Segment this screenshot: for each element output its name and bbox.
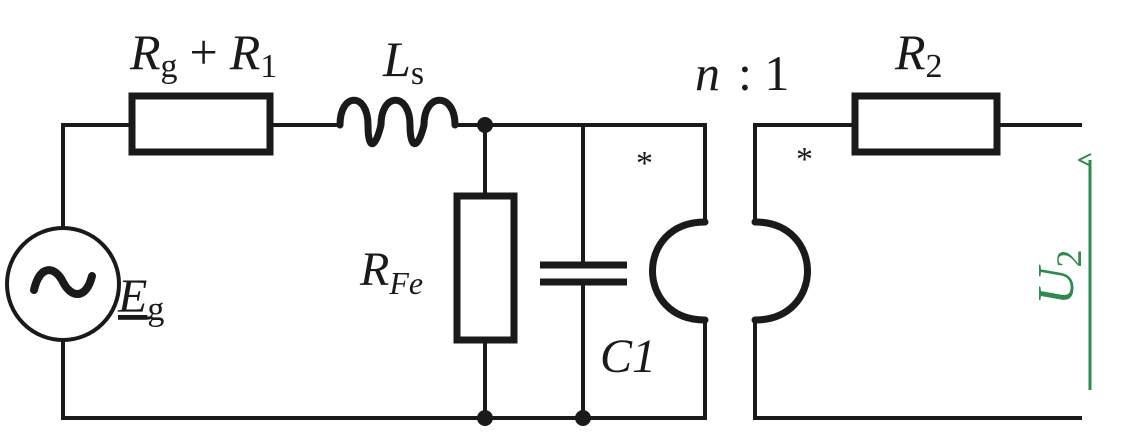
capacitor-c1 — [540, 261, 627, 286]
primary-wiring — [61, 123, 707, 420]
secondary-wiring — [753, 123, 1082, 420]
junction-node-bottom-right — [575, 410, 591, 426]
label-turns-ratio: n: 1 — [695, 45, 789, 101]
junction-node-bottom-left — [477, 410, 493, 426]
resistor-r2 — [851, 92, 1001, 156]
transformer-primary-winding — [649, 218, 709, 324]
ac-voltage-source — [5, 226, 121, 342]
label-rg-r1: Rg+R1 — [129, 24, 277, 85]
label-eg: Eg — [117, 270, 164, 328]
resistor-rg-r1 — [128, 92, 274, 156]
junction-node-top — [477, 117, 493, 133]
dot-marker-secondary: * — [796, 141, 813, 178]
inductor-ls — [336, 96, 459, 148]
label-c1: C1 — [600, 330, 656, 383]
resistor-rfe — [453, 192, 518, 344]
label-u2: U2 — [1028, 249, 1089, 305]
label-ls: Ls — [382, 31, 424, 92]
dot-marker-primary: * — [636, 145, 653, 182]
label-rfe: RFe — [359, 243, 423, 301]
transformer-secondary-winding — [751, 218, 811, 324]
ac-source-tilde-icon — [30, 266, 96, 298]
label-r2: R2 — [894, 24, 943, 85]
